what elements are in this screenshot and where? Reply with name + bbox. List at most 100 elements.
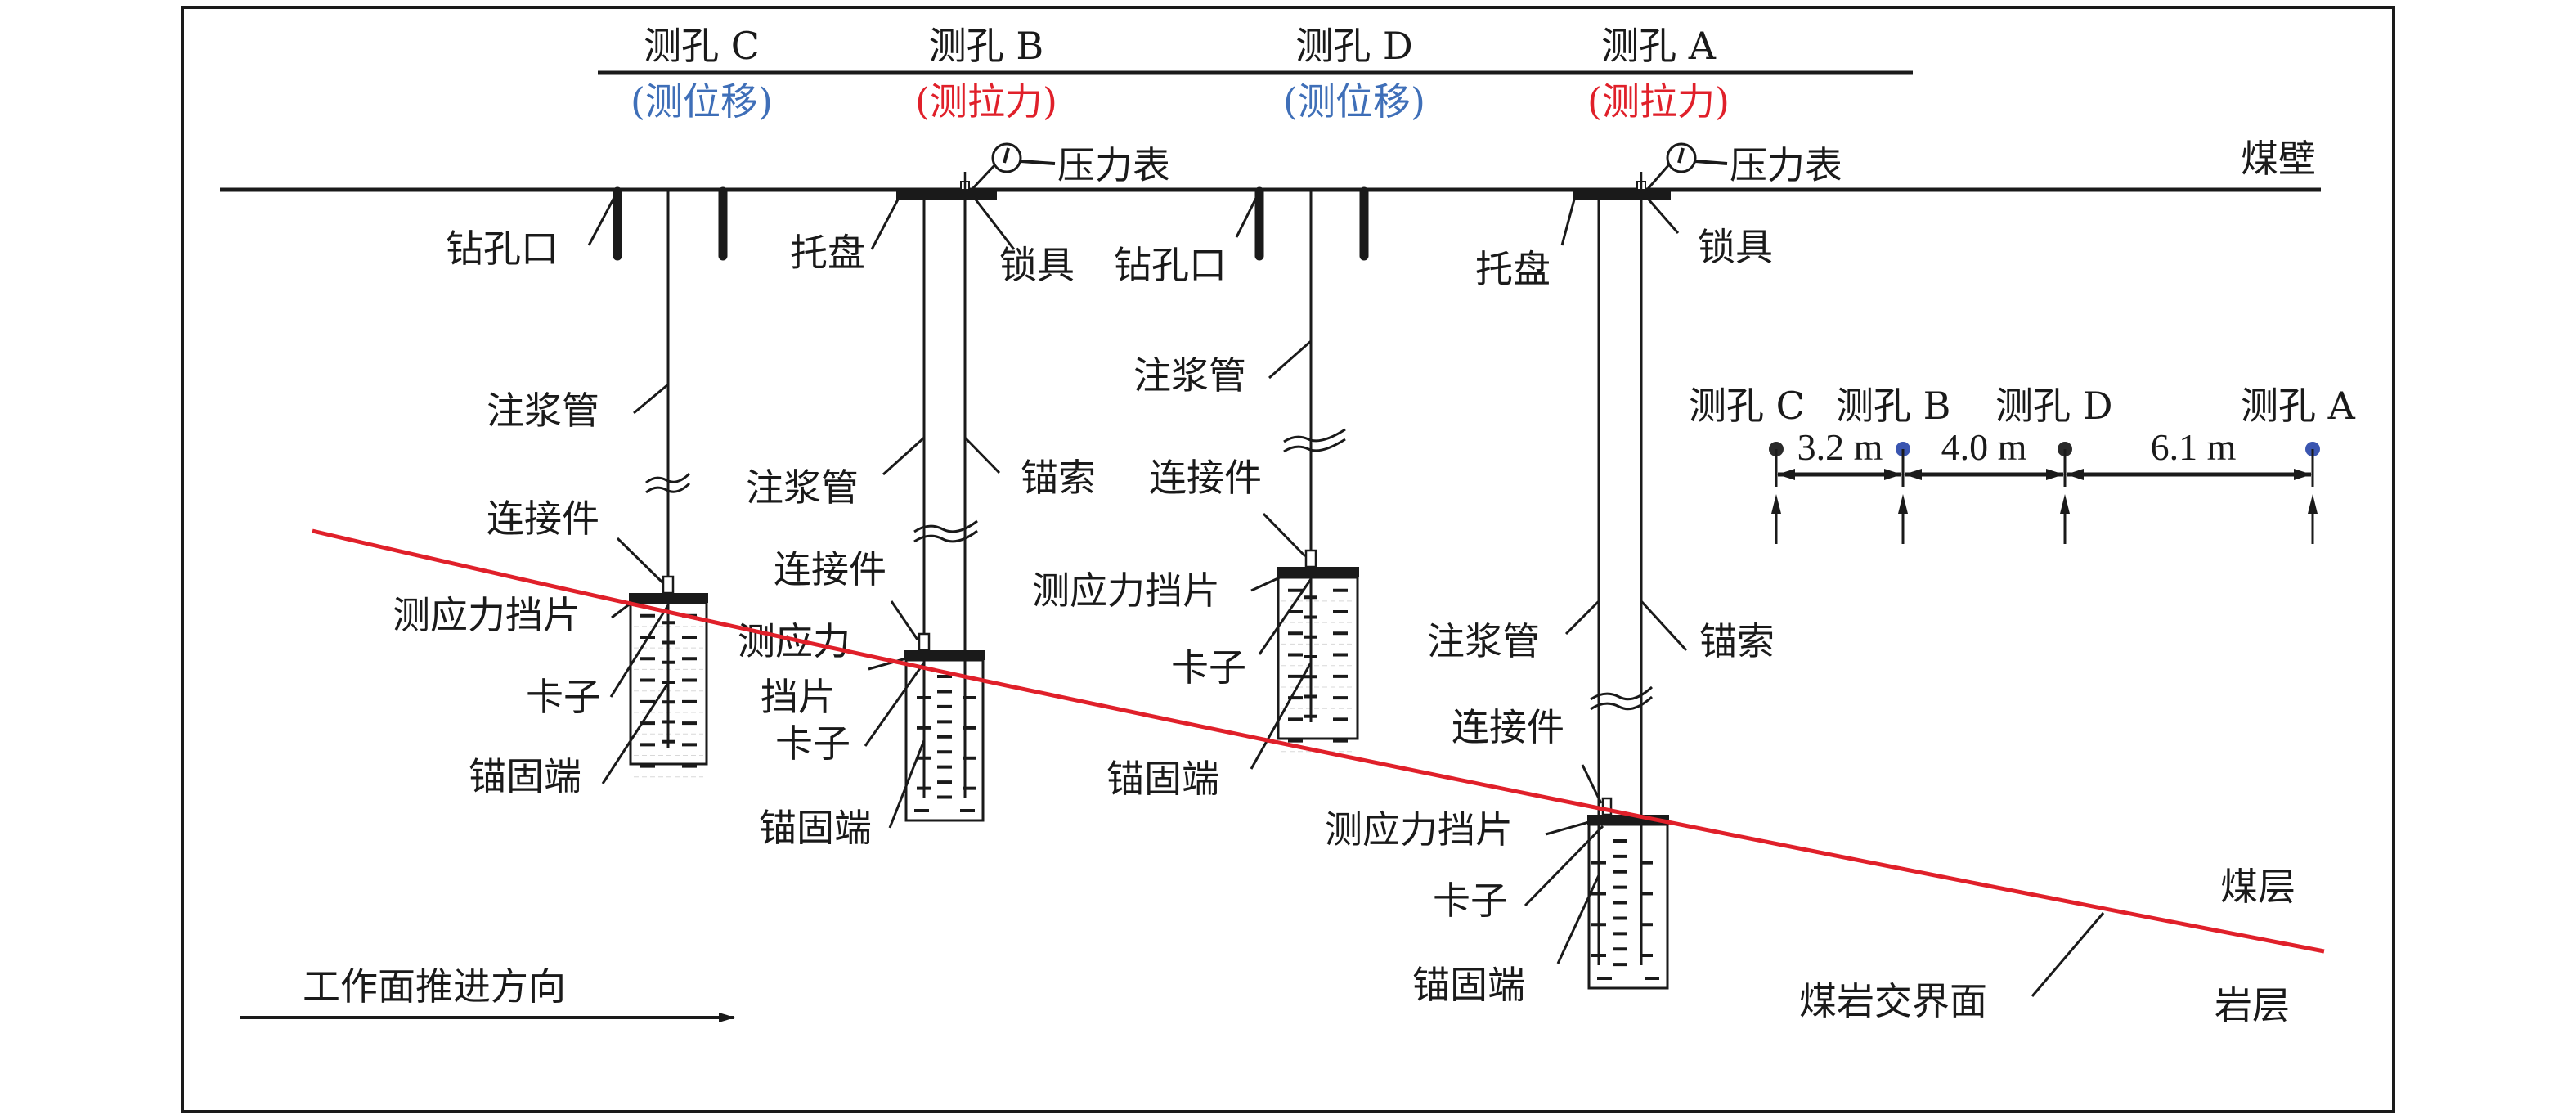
leader bbox=[1694, 160, 1728, 165]
label-borehole-mouth: 钻孔口 bbox=[1114, 243, 1227, 287]
label-anchor-cable: 锚索 bbox=[1699, 619, 1775, 663]
header-purpose-b: (测拉力) bbox=[915, 79, 1057, 124]
connector bbox=[918, 632, 931, 652]
leader bbox=[1268, 339, 1312, 380]
header-hole-b: 测孔 B bbox=[929, 24, 1043, 68]
label-clamp: 卡子 bbox=[775, 721, 850, 766]
label-connector: 连接件 bbox=[1452, 705, 1564, 749]
leader bbox=[1560, 199, 1576, 246]
header-hole-c: 测孔 C bbox=[644, 24, 760, 68]
leader bbox=[1564, 600, 1600, 636]
label-stress-baffle-line2: 挡片 bbox=[761, 675, 836, 719]
leader bbox=[616, 537, 664, 584]
break-symbol bbox=[645, 472, 691, 494]
leader bbox=[609, 604, 670, 698]
leader bbox=[1250, 576, 1281, 592]
hole-c: 钻孔口 注浆管 连接件 测应力挡片 卡子 锚固端 bbox=[393, 186, 728, 798]
header-purpose-a: (测拉力) bbox=[1587, 79, 1730, 124]
label-stress-baffle: 测应力挡片 bbox=[393, 593, 581, 637]
label-lock: 锁具 bbox=[999, 243, 1075, 287]
leader bbox=[1647, 199, 1680, 234]
coal-wall-label: 煤壁 bbox=[2241, 137, 2316, 181]
label-anchored-end: 锚固端 bbox=[1412, 963, 1525, 1007]
label-clamp: 卡子 bbox=[526, 675, 601, 719]
header-purpose-c: (测位移) bbox=[631, 79, 773, 124]
leader bbox=[890, 600, 919, 640]
header-hole-d: 测孔 D bbox=[1295, 24, 1413, 68]
legend-hole-b: 测孔 B bbox=[1836, 384, 1950, 428]
coal-rock-interface-line bbox=[312, 528, 2325, 954]
leader bbox=[587, 191, 619, 246]
spacing-legend: 测孔 C 测孔 B 测孔 D 测孔 A 3.2 m 4.0 m 6.1 m bbox=[1689, 384, 2356, 544]
figure-frame bbox=[181, 6, 2395, 1113]
anchored-end bbox=[1277, 576, 1359, 740]
leader bbox=[1545, 820, 1590, 836]
stress-baffle bbox=[1277, 567, 1359, 577]
leader bbox=[601, 682, 670, 784]
connector bbox=[1304, 549, 1317, 568]
leader bbox=[974, 199, 1016, 250]
anchored-end bbox=[904, 658, 985, 822]
label-grout-pipe: 注浆管 bbox=[1427, 619, 1540, 663]
leader bbox=[1581, 764, 1603, 804]
leader bbox=[882, 436, 926, 476]
legend-distance-da: 6.1 m bbox=[2151, 426, 2237, 468]
label-coal-rock-interface: 煤岩交界面 bbox=[1799, 979, 1987, 1023]
label-borehole-mouth: 钻孔口 bbox=[446, 227, 559, 271]
label-connector: 连接件 bbox=[774, 547, 886, 591]
leader bbox=[1020, 160, 1056, 165]
break-symbol bbox=[913, 519, 978, 543]
arrowhead-icon bbox=[1898, 494, 1908, 514]
hole-b: 压力表 托盘 锁具 注浆管 锚索 连接件 测应力 挡片 卡子 锚固端 bbox=[738, 142, 1170, 850]
break-symbol bbox=[1283, 428, 1346, 453]
legend-hole-d: 测孔 D bbox=[1995, 384, 2113, 428]
legend-distance-bd: 4.0 m bbox=[1941, 426, 2027, 468]
label-clamp: 卡子 bbox=[1433, 879, 1508, 923]
label-rock-layer: 岩层 bbox=[2215, 983, 2290, 1027]
hole-header: 测孔 C 测孔 B 测孔 D 测孔 A (测位移) (测拉力) (测位移) (测… bbox=[598, 24, 1913, 124]
tray bbox=[1573, 190, 1671, 200]
tray bbox=[896, 190, 997, 200]
stress-baffle bbox=[904, 650, 985, 660]
leader bbox=[611, 601, 632, 619]
leader bbox=[868, 657, 907, 671]
gauge-needle bbox=[1003, 147, 1010, 164]
legend-hole-a: 测孔 A bbox=[2241, 384, 2356, 428]
anchored-end bbox=[1587, 823, 1669, 990]
label-connector: 连接件 bbox=[487, 497, 599, 541]
label-anchored-end: 锚固端 bbox=[759, 806, 872, 850]
label-anchored-end: 锚固端 bbox=[469, 754, 581, 798]
hole-a: 压力表 托盘 锁具 注浆管 锚索 连接件 测应力挡片 卡子 锚固端 bbox=[1325, 142, 1842, 1007]
label-connector: 连接件 bbox=[1149, 456, 1262, 500]
leader bbox=[870, 199, 900, 250]
label-anchor-cable: 锚索 bbox=[1021, 456, 1096, 500]
arrowhead-icon bbox=[2308, 494, 2318, 514]
hole-d: 钻孔口 注浆管 连接件 测应力挡片 卡子 锚固端 bbox=[1032, 186, 1369, 801]
leader bbox=[864, 662, 926, 747]
label-clamp: 卡子 bbox=[1171, 645, 1246, 690]
label-pressure-gauge: 压力表 bbox=[1057, 143, 1170, 187]
header-purpose-d: (测位移) bbox=[1283, 79, 1425, 124]
leader bbox=[888, 739, 926, 829]
leader bbox=[1640, 600, 1688, 652]
leader bbox=[1262, 512, 1307, 558]
header-hole-a: 测孔 A bbox=[1601, 24, 1717, 68]
connector bbox=[662, 575, 675, 595]
break-symbol bbox=[1590, 685, 1654, 711]
leader bbox=[633, 383, 669, 415]
legend-distance-cb: 3.2 m bbox=[1797, 426, 1883, 468]
leader bbox=[2031, 912, 2105, 997]
stress-baffle bbox=[629, 593, 708, 603]
label-coal-seam: 煤层 bbox=[2220, 865, 2296, 909]
leader bbox=[963, 436, 1001, 474]
label-grout-pipe: 注浆管 bbox=[1133, 353, 1246, 398]
leader bbox=[1556, 874, 1600, 964]
gauge-stem bbox=[970, 162, 998, 191]
label-tray: 托盘 bbox=[1475, 247, 1551, 291]
label-grout-pipe: 注浆管 bbox=[487, 389, 599, 433]
leader bbox=[1250, 662, 1313, 770]
label-grout-pipe: 注浆管 bbox=[746, 465, 859, 510]
legend-hole-c: 测孔 C bbox=[1689, 384, 1805, 428]
leader bbox=[1235, 191, 1261, 238]
